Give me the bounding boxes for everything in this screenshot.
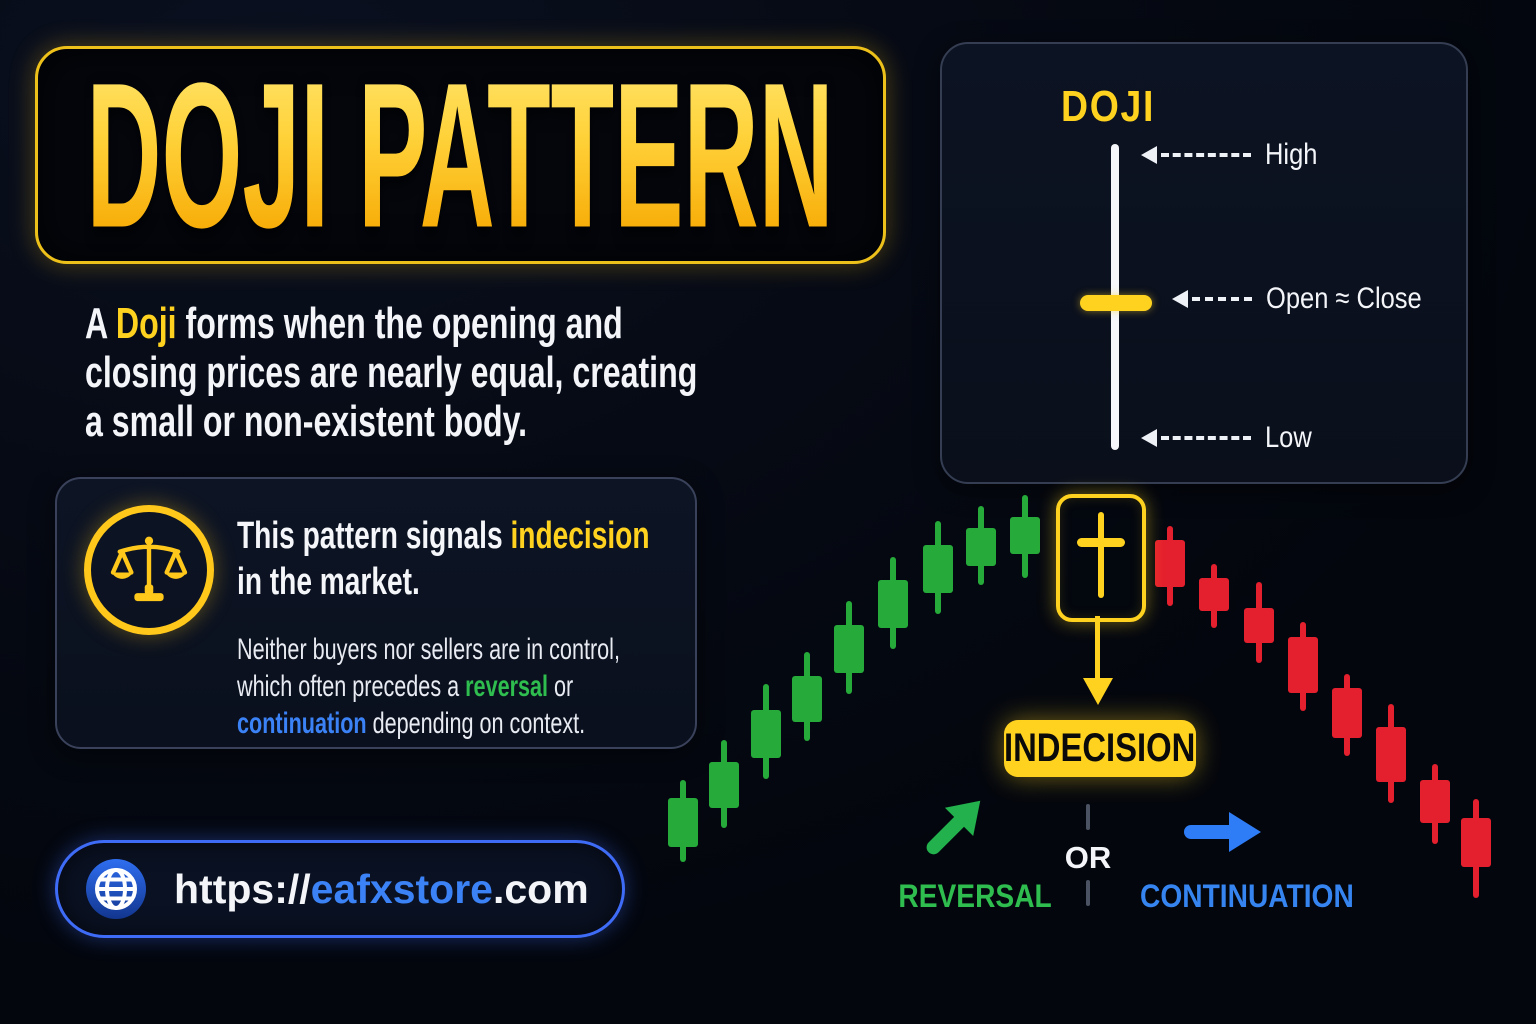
reversal-label: REVERSAL <box>898 878 1052 914</box>
low-label: Low <box>1265 421 1312 454</box>
candle-body <box>751 710 781 758</box>
doji-anatomy-title: DOJI <box>1061 82 1156 131</box>
indecision-keyword: indecision <box>510 515 650 557</box>
candle-body <box>1376 727 1406 782</box>
reversal-keyword: reversal <box>465 670 549 703</box>
candle-body <box>923 545 953 593</box>
arrow-left-icon <box>1141 429 1157 447</box>
low-annotation: Low <box>1141 421 1320 454</box>
indecision-pointer-arrow <box>1095 616 1100 680</box>
page-title: DOJI PATTERN <box>87 36 834 275</box>
card-heading: This pattern signals indecision in the m… <box>237 515 650 603</box>
or-label: OR <box>1064 840 1112 875</box>
doji-highlight-frame <box>1056 494 1146 622</box>
open-close-label: Open ≈ Close <box>1266 282 1422 315</box>
candle-body <box>878 580 908 628</box>
arrow-down-icon <box>1083 678 1113 705</box>
dashed-line <box>1161 436 1251 440</box>
doji-keyword: Doji <box>115 299 177 348</box>
candle-body <box>1420 780 1450 823</box>
continuation-label: CONTINUATION <box>1140 878 1354 914</box>
dashed-line <box>1161 153 1251 157</box>
indecision-badge: INDECISION <box>1004 720 1196 777</box>
divider-dash <box>1086 804 1090 830</box>
candle-body <box>1244 608 1274 643</box>
candle-body <box>966 528 996 566</box>
website-url: https://eafxstore.com <box>174 865 589 912</box>
high-annotation: High <box>1141 138 1327 171</box>
candle-body <box>1461 818 1491 867</box>
continuation-arrow-icon <box>1183 806 1267 863</box>
globe-icon <box>84 857 148 921</box>
candle-body <box>1010 517 1040 554</box>
divider-dash <box>1086 880 1090 906</box>
intro-paragraph: A Doji forms when the opening and closin… <box>85 299 742 446</box>
reversal-arrow-icon <box>897 765 1019 887</box>
candle-body <box>668 798 698 847</box>
high-label: High <box>1265 138 1318 171</box>
candle-body <box>709 762 739 808</box>
candle-body <box>1332 688 1362 738</box>
doji-body-illustration <box>1080 295 1152 311</box>
open-close-annotation: Open ≈ Close <box>1172 282 1449 315</box>
intro-line-2: closing prices are nearly equal, creatin… <box>85 348 698 397</box>
arrow-left-icon <box>1141 146 1157 164</box>
candle-body <box>1288 637 1318 693</box>
card-body-text: Neither buyers nor sellers are in contro… <box>237 633 620 740</box>
candle-body <box>1155 540 1185 587</box>
signal-card: This pattern signals indecision in the m… <box>55 477 697 749</box>
intro-line-1: A Doji forms when the opening and <box>85 299 623 348</box>
scales-icon <box>84 505 214 635</box>
title-box: DOJI PATTERN <box>35 39 886 271</box>
arrow-left-icon <box>1172 290 1188 308</box>
dashed-line <box>1192 297 1252 301</box>
candle-body <box>792 676 822 722</box>
continuation-keyword: continuation <box>237 707 367 740</box>
doji-anatomy-panel: DOJI High Open ≈ Close Low <box>940 42 1468 484</box>
candle-body <box>1199 578 1229 611</box>
candle-body <box>834 625 864 673</box>
intro-line-3: a small or non-existent body. <box>85 397 528 446</box>
doji-cross <box>1098 512 1104 598</box>
website-link[interactable]: https://eafxstore.com <box>55 840 625 938</box>
